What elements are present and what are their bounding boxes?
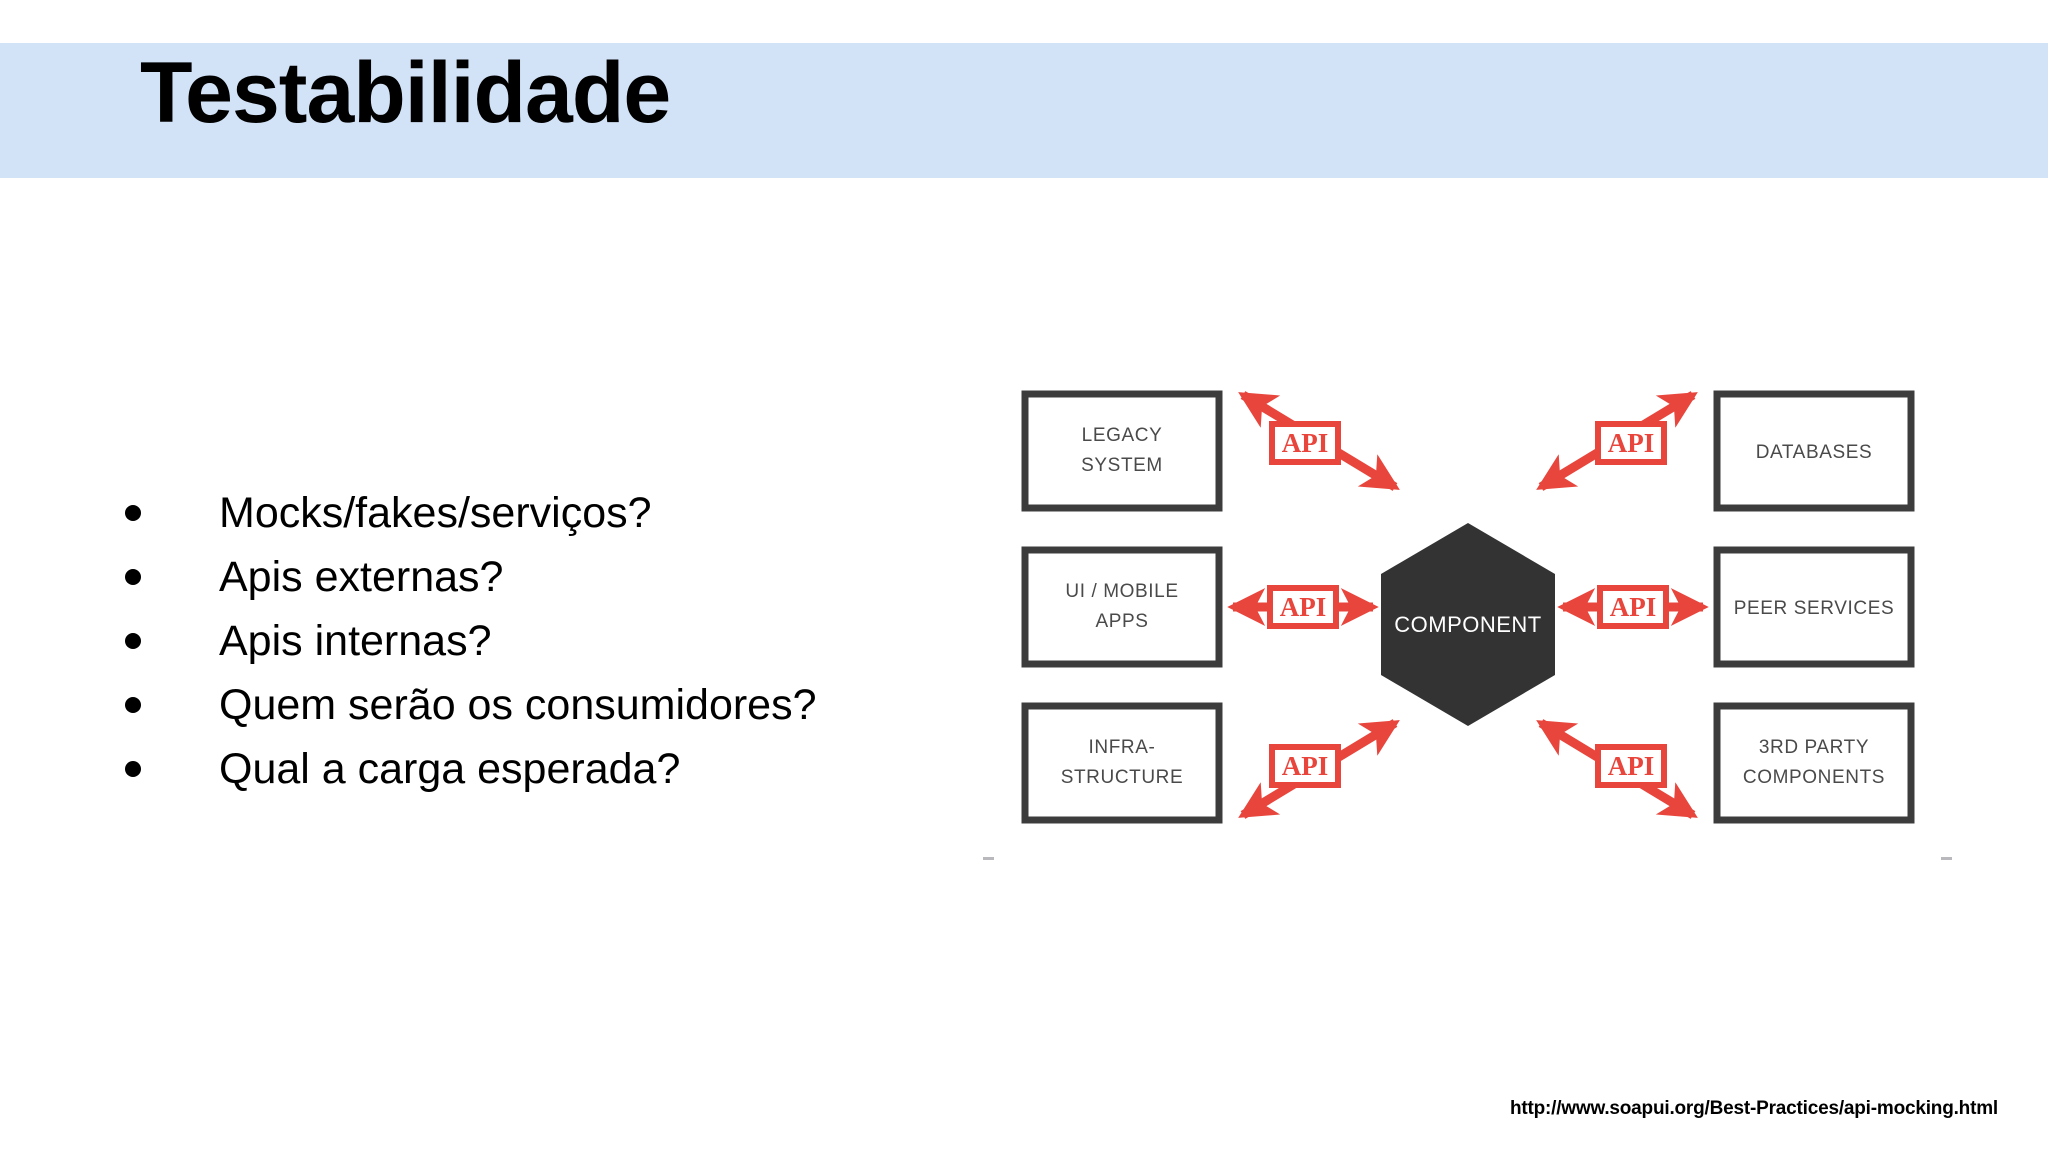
api-label-bottom-right-text: API [1608, 751, 1655, 781]
list-item-label: Apis externas? [219, 553, 504, 601]
api-label-top-left: API [1269, 421, 1341, 465]
node-ui-mobile-apps-line1: UI / MOBILE [1065, 581, 1178, 602]
node-ui-mobile-apps-line2: APPS [1095, 611, 1148, 632]
node-infrastructure-line2: STRUCTURE [1061, 767, 1184, 788]
list-item: Quem serão os consumidores? [125, 681, 945, 730]
list-item-label: Apis internas? [219, 617, 492, 665]
page-title: Testabilidade [140, 45, 671, 141]
source-url-text: http://www.soapui.org/Best-Practices/api… [1509, 1098, 1998, 1119]
node-third-party-components: 3RD PARTY COMPONENTS [1713, 702, 1915, 824]
node-peer-services-line1: PEER SERVICES [1734, 598, 1895, 619]
component-hexagon: COMPONENT [1381, 523, 1555, 726]
node-third-party-components-line2: COMPONENTS [1743, 767, 1885, 788]
api-label-top-right: API [1595, 421, 1667, 465]
list-item-label: Qual a carga esperada? [219, 745, 681, 793]
node-infrastructure-line1: INFRA- [1089, 737, 1156, 758]
list-item: Apis externas? [125, 553, 945, 602]
api-label-bottom-left: API [1269, 744, 1341, 788]
bullet-dot-icon [125, 753, 155, 783]
bullet-dot-icon [125, 497, 155, 527]
bullet-dot-icon [125, 689, 155, 719]
title-banner [0, 43, 2048, 178]
node-databases: DATABASES [1713, 390, 1915, 512]
api-architecture-diagram: COMPONENT LEGACY SYSTEM DATABASES UI / M… [975, 375, 1960, 875]
corner-tick-right [1941, 857, 1952, 860]
node-legacy-system: LEGACY SYSTEM [1021, 390, 1223, 512]
api-label-middle-left: API [1267, 585, 1339, 629]
api-label-top-right-text: API [1608, 428, 1655, 458]
api-label-middle-left-text: API [1280, 592, 1327, 622]
corner-tick-left [983, 857, 994, 860]
bullet-dot-icon [125, 625, 155, 655]
list-item-label: Quem serão os consumidores? [219, 681, 817, 729]
list-item: Qual a carga esperada? [125, 745, 945, 794]
api-label-middle-right-text: API [1610, 592, 1657, 622]
list-item-label: Mocks/fakes/serviços? [219, 489, 652, 537]
node-legacy-system-line1: LEGACY [1082, 425, 1163, 446]
node-databases-line1: DATABASES [1756, 442, 1873, 463]
component-hexagon-label: COMPONENT [1394, 612, 1542, 637]
node-legacy-system-line2: SYSTEM [1081, 455, 1163, 476]
api-label-middle-right: API [1597, 585, 1669, 629]
api-label-bottom-right: API [1595, 744, 1667, 788]
node-ui-mobile-apps: UI / MOBILE APPS [1021, 546, 1223, 668]
list-item: Apis internas? [125, 617, 945, 666]
bullet-dot-icon [125, 561, 155, 591]
node-peer-services: PEER SERVICES [1713, 546, 1915, 668]
api-label-bottom-left-text: API [1282, 751, 1329, 781]
api-label-top-left-text: API [1282, 428, 1329, 458]
bullet-list: Mocks/fakes/serviços? Apis externas? Api… [125, 489, 945, 810]
node-infrastructure: INFRA- STRUCTURE [1021, 702, 1223, 824]
list-item: Mocks/fakes/serviços? [125, 489, 945, 538]
node-third-party-components-line1: 3RD PARTY [1759, 737, 1869, 758]
